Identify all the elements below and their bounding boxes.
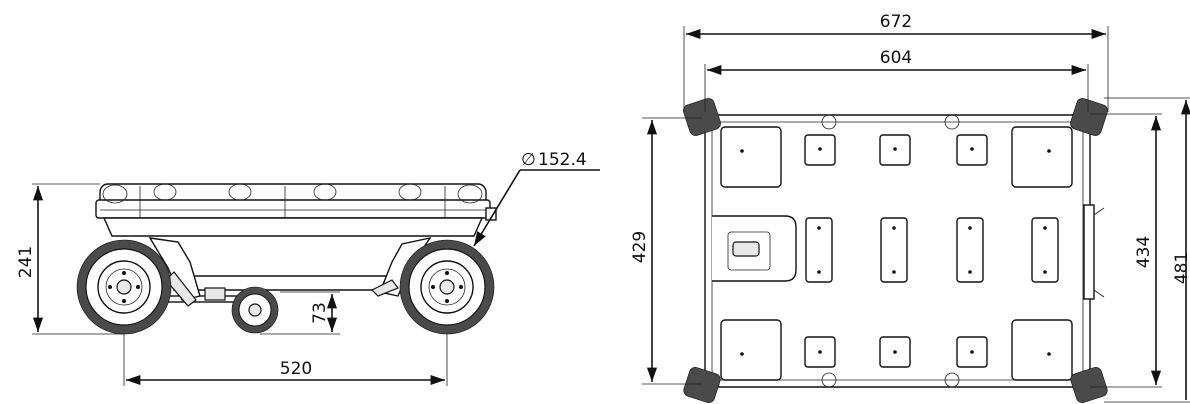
dimension-left-width-label: 429 <box>630 231 650 263</box>
dimension-ground-clearance-label: 73 <box>310 302 330 324</box>
dimension-overall-length: 672 <box>683 12 1109 112</box>
dimension-overall-length-label: 672 <box>880 12 912 32</box>
middle-caster-wheel <box>231 286 279 334</box>
wheel-right-side <box>399 239 495 335</box>
dimension-ground-clearance: 73 <box>260 291 340 335</box>
wheel-top-right-top-view <box>1070 98 1108 136</box>
wheel-bottom-right-top-view <box>1070 367 1108 403</box>
wheel-bottom-left-top-view <box>683 367 721 403</box>
chassis-top <box>704 114 1105 388</box>
dimension-overall-width: 481 <box>1104 97 1190 403</box>
diameter-symbol: ∅ <box>521 150 536 170</box>
dimension-inner-width: 434 <box>1090 113 1162 388</box>
dimension-wheelbase-label: 520 <box>280 359 312 379</box>
dimension-wheelbase: 520 <box>123 334 448 386</box>
dimension-inner-width-label: 434 <box>1134 236 1154 268</box>
wheel-top-left-top-view <box>683 98 721 136</box>
top-view: 672 604 429 434 481 <box>630 12 1190 403</box>
dimension-height: 241 <box>16 183 124 335</box>
wheel-left-side <box>76 239 172 335</box>
side-view: 241 520 73 ∅ 152.4 <box>16 150 600 386</box>
dimension-body-length-label: 604 <box>880 48 912 68</box>
dimension-wheel-diameter-label: 152.4 <box>538 150 587 170</box>
dimension-body-length: 604 <box>704 48 1089 112</box>
dimension-wheel-diameter: ∅ 152.4 <box>473 150 600 247</box>
dimension-left-width: 429 <box>630 117 702 385</box>
dimension-overall-width-label: 481 <box>1172 252 1190 284</box>
dimension-height-label: 241 <box>16 246 36 278</box>
chassis-side <box>95 183 497 307</box>
